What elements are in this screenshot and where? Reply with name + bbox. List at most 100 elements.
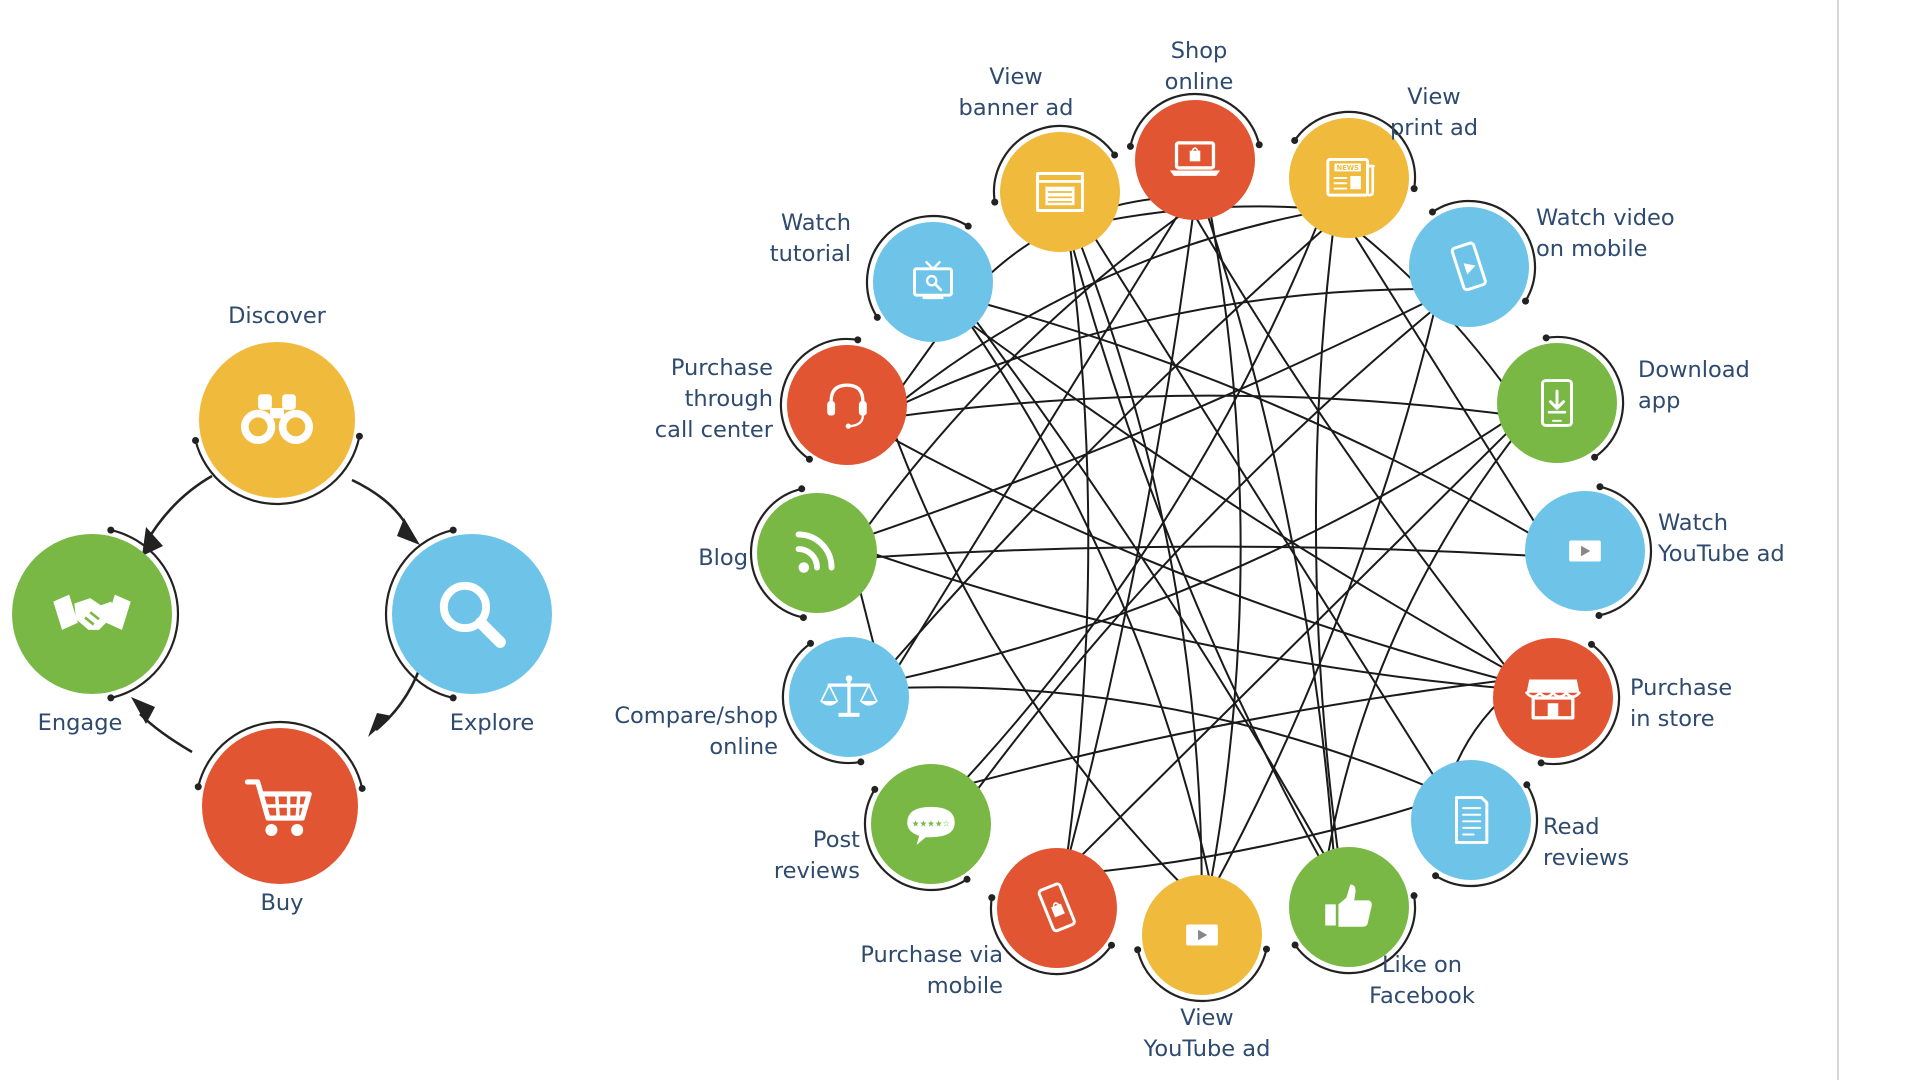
handshake-icon: [51, 593, 133, 632]
node-like-on-facebook-ring-dot: [1410, 892, 1418, 900]
connection-view-youtube-ad-watch-video-mobile: [1206, 288, 1441, 900]
connection-like-on-facebook-view-banner-ad: [1066, 227, 1331, 877]
node-purchase-via-mobile-label: Purchase via mobile: [860, 942, 1003, 999]
connection-shop-online-like-on-facebook: [1200, 195, 1337, 874]
node-view-youtube-ad-label-line: View: [1180, 1005, 1233, 1031]
cycle-node-buy-label: Buy: [260, 890, 303, 916]
connection-shop-online-purchase-via-mobile: [1063, 196, 1197, 873]
node-blog-label: Blog: [698, 545, 748, 571]
cycle-node-engage-label: Engage: [38, 710, 123, 736]
node-purchase-call-center-circle: [787, 345, 907, 465]
node-view-print-ad-ring-dot: [1291, 137, 1299, 145]
node-purchase-in-store-label: Purchase in store: [1630, 675, 1732, 732]
node-compare-shop-online: [781, 637, 909, 766]
connection-watch-tutorial-purchase-in-store: [953, 311, 1523, 680]
cycle-node-explore-ring-dot: [449, 526, 457, 534]
node-blog: [749, 485, 877, 622]
node-watch-video-mobile-label-line: Watch video: [1536, 205, 1675, 231]
node-blog-circle: [757, 493, 877, 613]
node-watch-video-mobile: [1409, 199, 1537, 327]
connection-watch-youtube-ad-view-print-ad: [1340, 213, 1550, 546]
connection-purchase-call-center-watch-video-mobile: [882, 288, 1440, 414]
connection-purchase-via-mobile-read-reviews: [1070, 797, 1442, 876]
node-purchase-in-store-ring-dot: [1587, 640, 1595, 648]
connection-blog-watch-youtube-ad: [853, 545, 1549, 560]
node-download-app-label-line: app: [1638, 388, 1680, 414]
cycle-node-explore-circle: [392, 534, 552, 694]
node-compare-shop-online-ring-dot: [807, 639, 815, 647]
node-purchase-via-mobile-ring: [989, 897, 1113, 976]
node-purchase-via-mobile: [988, 848, 1117, 976]
arrowhead-engage: [131, 697, 155, 724]
connection-compare-shop-online-download-app: [882, 410, 1522, 684]
node-watch-video-mobile-ring-dot: [1522, 297, 1530, 305]
node-download-app-ring-dot: [1591, 453, 1599, 461]
node-compare-shop-online-ring: [781, 642, 862, 765]
node-watch-tutorial-label-line: tutorial: [770, 241, 851, 267]
node-read-reviews-ring-dot: [1523, 781, 1531, 789]
cycle-node-discover-circle: [199, 342, 355, 498]
node-blog-label-line: Blog: [698, 545, 748, 571]
node-download-app-label: Download app: [1638, 357, 1750, 414]
node-purchase-call-center-ring-dot: [805, 455, 813, 463]
connection-view-banner-ad-read-reviews: [1083, 220, 1447, 795]
node-shop-online-label-line: Shop: [1171, 38, 1228, 64]
node-post-reviews-ring-dot: [963, 875, 971, 883]
connection-blog-purchase-in-store: [852, 545, 1518, 691]
arrow-engage-to-discover: [142, 474, 213, 547]
node-purchase-via-mobile-label-line: Purchase via: [860, 942, 1003, 968]
node-view-banner-ad: [991, 124, 1120, 252]
node-shop-online-label-line: online: [1165, 69, 1234, 95]
node-compare-shop-online-label-line: online: [709, 734, 778, 760]
node-purchase-via-mobile-label-line: mobile: [927, 973, 1003, 999]
node-watch-tutorial-label-line: Watch: [781, 210, 851, 236]
node-watch-tutorial-ring-dot: [964, 222, 972, 230]
cycle-node-discover-ring-dot: [355, 432, 363, 440]
cycle-node-explore-ring: [384, 529, 454, 699]
play-button-icon: [1186, 924, 1218, 946]
connection-purchase-via-mobile-download-app: [1064, 415, 1525, 873]
node-view-youtube-ad-ring: [1136, 948, 1268, 1003]
connection-view-banner-ad-view-youtube-ad: [1072, 225, 1203, 899]
node-download-app-label-line: Download: [1638, 357, 1750, 383]
node-like-on-facebook: [1289, 847, 1418, 975]
node-blog-ring: [749, 487, 804, 619]
node-post-reviews-label-line: Post: [813, 827, 860, 853]
cycle-node-engage-ring-dot: [107, 694, 115, 702]
node-view-banner-ad-label-line: banner ad: [959, 95, 1074, 121]
node-watch-video-mobile-label: Watch video on mobile: [1536, 205, 1675, 262]
node-read-reviews-ring-dot: [1432, 872, 1440, 880]
node-view-print-ad-ring: [1293, 110, 1417, 189]
node-download-app: [1497, 334, 1625, 463]
node-view-print-ad-label-line: View: [1407, 84, 1460, 110]
node-watch-video-mobile-label-line: on mobile: [1536, 236, 1648, 262]
connection-shop-online-compare-shop-online: [883, 195, 1191, 689]
cycle-node-explore-label: Explore: [450, 710, 534, 736]
node-purchase-in-store-label-line: in store: [1630, 706, 1715, 732]
node-read-reviews-label-line: reviews: [1543, 845, 1629, 871]
node-shop-online-label: Shop online: [1165, 38, 1234, 95]
connection-view-banner-ad-purchase-via-mobile: [1063, 227, 1090, 873]
node-view-banner-ad-ring: [992, 124, 1116, 203]
node-purchase-call-center: [779, 336, 907, 465]
node-purchase-in-store: [1493, 638, 1621, 767]
play-button-icon: [1569, 540, 1601, 562]
node-watch-youtube-ad-label-line: YouTube ad: [1657, 541, 1785, 567]
connection-post-reviews-purchase-in-store: [947, 677, 1523, 791]
node-purchase-in-store-label-line: Purchase: [1630, 675, 1732, 701]
node-download-app-ring-dot: [1542, 334, 1550, 342]
connection-like-on-facebook-download-app: [1323, 421, 1527, 879]
cycle-node-buy-ring-dot: [358, 784, 366, 792]
node-watch-youtube-ad-ring: [1598, 485, 1653, 617]
node-watch-youtube-ad: [1525, 483, 1653, 620]
node-download-app-ring: [1545, 335, 1625, 459]
connection-compare-shop-online-read-reviews: [884, 686, 1446, 796]
storefront-icon: [1524, 677, 1582, 720]
